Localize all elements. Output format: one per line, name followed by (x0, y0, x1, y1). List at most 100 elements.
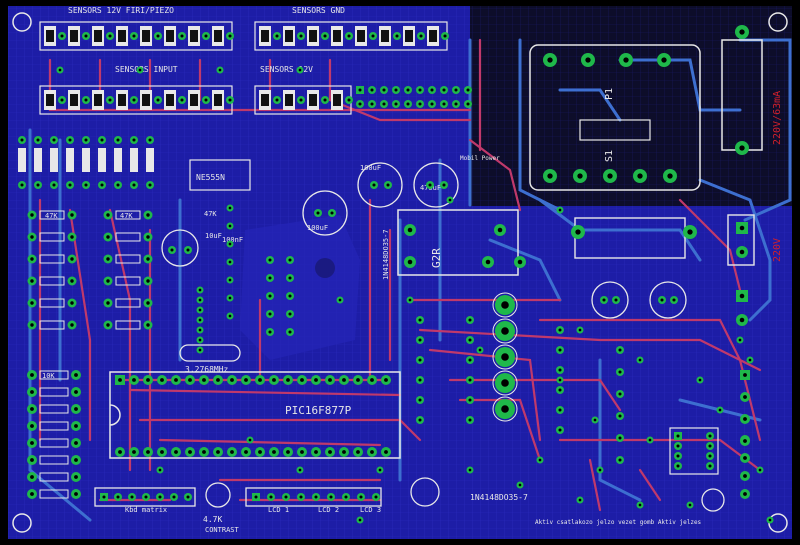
pad-drill (198, 328, 202, 332)
pad-drill (558, 328, 562, 332)
connector-sensors-input (39, 85, 234, 115)
pad-drill (358, 88, 362, 92)
pad-drill (374, 495, 378, 499)
pad-drill (132, 34, 136, 38)
pad-drill (739, 29, 745, 35)
pad-drill (418, 102, 422, 106)
pad-drill (174, 450, 178, 454)
pad-drill (501, 327, 509, 335)
lcd-3-label: LCD 3 (360, 506, 381, 514)
pad-drill (468, 398, 472, 402)
pad-drill (74, 390, 78, 394)
pad-drill (272, 450, 276, 454)
pad-drill (419, 34, 423, 38)
header-pin-hole (261, 30, 269, 42)
transistor-outline (492, 318, 518, 344)
pad-drill (418, 338, 422, 342)
mount-hole-bl (12, 513, 32, 533)
pad-drill (286, 450, 290, 454)
pad-drill (298, 68, 302, 72)
pad-drill (370, 88, 374, 92)
pad-drill (743, 492, 747, 496)
pad-drill (70, 235, 74, 239)
pad-drill (138, 68, 142, 72)
pad-drill (676, 464, 680, 468)
connector-sensors-12v (254, 85, 353, 115)
pad-drill (344, 495, 348, 499)
pad-drill (485, 259, 491, 265)
pad-drill (743, 439, 747, 443)
mount-hole-tl (12, 12, 32, 32)
pad-drill (558, 388, 562, 392)
resistor-body (66, 148, 74, 172)
cap-100uf-b-label: 100uF (360, 164, 381, 172)
pad-drill (578, 328, 582, 332)
pad-drill (394, 102, 398, 106)
pad-drill (228, 278, 232, 282)
pad-drill (386, 183, 390, 187)
pad-drill (58, 68, 62, 72)
transistor-outline (492, 344, 518, 370)
pad-drill (478, 348, 482, 352)
pad-drill (132, 183, 136, 187)
pad-drill (547, 57, 553, 63)
pad-drill (60, 34, 64, 38)
header-pin-hole (285, 94, 293, 106)
pad-drill (358, 518, 362, 522)
pad-drill (468, 338, 472, 342)
resistor-body (114, 148, 122, 172)
pad-drill (116, 495, 120, 499)
pad-drill (68, 138, 72, 142)
pad-drill (146, 257, 150, 261)
mains-connector (727, 214, 755, 266)
resistor-body (146, 148, 154, 172)
resistor-body (39, 298, 65, 308)
pad-drill (30, 323, 34, 327)
transistor-outline (492, 370, 518, 396)
header-pin-hole (309, 94, 317, 106)
pad-drill (593, 418, 597, 422)
pad-drill (359, 495, 363, 499)
pad-drill (370, 450, 374, 454)
pad-drill (156, 98, 160, 102)
pad-drill (30, 458, 34, 462)
pad-drill (676, 434, 680, 438)
header-pin-hole (118, 94, 126, 106)
pad-drill (418, 418, 422, 422)
resistor-body (39, 370, 69, 380)
pad-drill (84, 138, 88, 142)
label-sensors-12v: SENSORS 12V (260, 65, 313, 74)
pad-drill (36, 138, 40, 142)
pad-drill (342, 378, 346, 382)
diode-a-label: 1N4148DO35-7 (470, 493, 528, 502)
contrast-pot (205, 482, 231, 508)
transistor-outline (492, 396, 518, 422)
pad-drill (518, 483, 522, 487)
pad-drill (68, 183, 72, 187)
pad-drill (102, 495, 106, 499)
pad-drill (743, 456, 747, 460)
pad-drill (230, 450, 234, 454)
pad-drill (132, 138, 136, 142)
pad-drill (442, 88, 446, 92)
pad-drill (575, 229, 581, 235)
pad-drill (371, 34, 375, 38)
lcd-1-label: LCD 1 (268, 506, 289, 514)
resistor-body (39, 455, 69, 465)
pad-drill (275, 98, 279, 102)
pad-drill (30, 424, 34, 428)
pad-drill (268, 294, 272, 298)
resistor-body (39, 232, 65, 242)
pad-drill (228, 314, 232, 318)
capacitor-100uf-b (357, 162, 403, 208)
bottom-traces (28, 38, 792, 522)
pad-drill (70, 213, 74, 217)
pad-drill (558, 208, 562, 212)
pad-drill (186, 495, 190, 499)
pad-drill (618, 458, 622, 462)
pad-drill (286, 378, 290, 382)
pad-drill (118, 378, 122, 382)
relay (397, 209, 519, 276)
pad-drill (202, 378, 206, 382)
mcu-pins-top (115, 375, 391, 385)
